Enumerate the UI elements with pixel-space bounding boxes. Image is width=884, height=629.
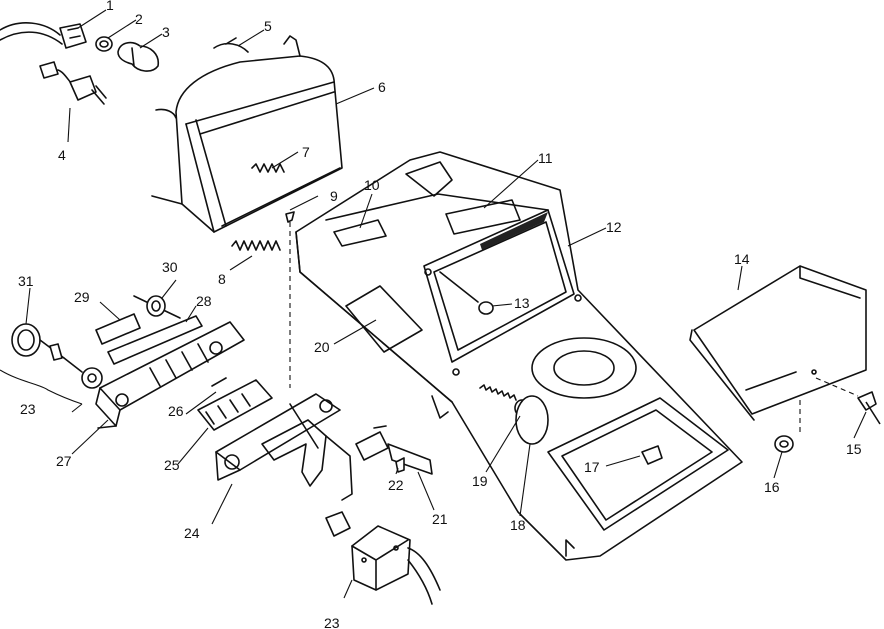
screw-15 — [857, 391, 881, 425]
callout-30: 30 — [162, 259, 178, 275]
callout-1: 1 — [106, 0, 114, 13]
grommet-30 — [146, 295, 166, 317]
callout-9: 9 — [330, 188, 338, 204]
callout-4: 4 — [58, 147, 66, 163]
label-29 — [95, 313, 141, 345]
callout-5: 5 — [264, 18, 272, 34]
callout-23-left: 23 — [20, 401, 36, 417]
callout-22: 22 — [388, 477, 404, 493]
callout-31: 31 — [18, 273, 34, 289]
callout-18: 18 — [510, 517, 526, 533]
callout-15: 15 — [846, 441, 862, 457]
callout-16: 16 — [764, 479, 780, 495]
callout-27: 27 — [56, 453, 72, 469]
callout-14: 14 — [734, 251, 750, 267]
callout-29: 29 — [74, 289, 90, 305]
callout-24: 24 — [184, 525, 200, 541]
headlight-assembly — [0, 22, 343, 388]
callout-6: 6 — [378, 79, 386, 95]
callout-10: 10 — [364, 177, 380, 193]
leader-lines — [0, 9, 867, 599]
callout-2: 2 — [135, 11, 143, 27]
callout-19: 19 — [472, 473, 488, 489]
screw-13 — [439, 271, 494, 315]
callout-8: 8 — [218, 271, 226, 287]
callout-20: 20 — [314, 339, 330, 355]
cap-18 — [515, 395, 549, 445]
switch-bracket-27 — [95, 321, 245, 429]
callout-21: 21 — [432, 511, 448, 527]
dash-panel — [295, 151, 743, 561]
callout-26: 26 — [168, 403, 184, 419]
callout-17: 17 — [584, 459, 600, 475]
clip-17 — [641, 445, 663, 465]
callout-13: 13 — [514, 295, 530, 311]
switch-block-25 — [197, 377, 273, 431]
key-switch-31 — [11, 323, 103, 389]
connector-23 — [289, 403, 441, 605]
bracket-24 — [215, 393, 353, 501]
callout-7: 7 — [302, 144, 310, 160]
switch-21 — [355, 425, 433, 475]
label-28 — [107, 315, 203, 365]
callout-11: 11 — [538, 150, 553, 166]
callout-3: 3 — [162, 24, 170, 40]
callout-28: 28 — [196, 293, 212, 309]
callout-numbers: 1 2 3 4 5 6 7 8 9 10 11 12 13 14 15 16 1… — [18, 0, 862, 629]
callout-23-bottom: 23 — [324, 615, 340, 629]
panel-14 — [689, 265, 867, 436]
callout-25: 25 — [164, 457, 180, 473]
callout-12: 12 — [606, 219, 622, 235]
washer-16 — [774, 435, 794, 453]
